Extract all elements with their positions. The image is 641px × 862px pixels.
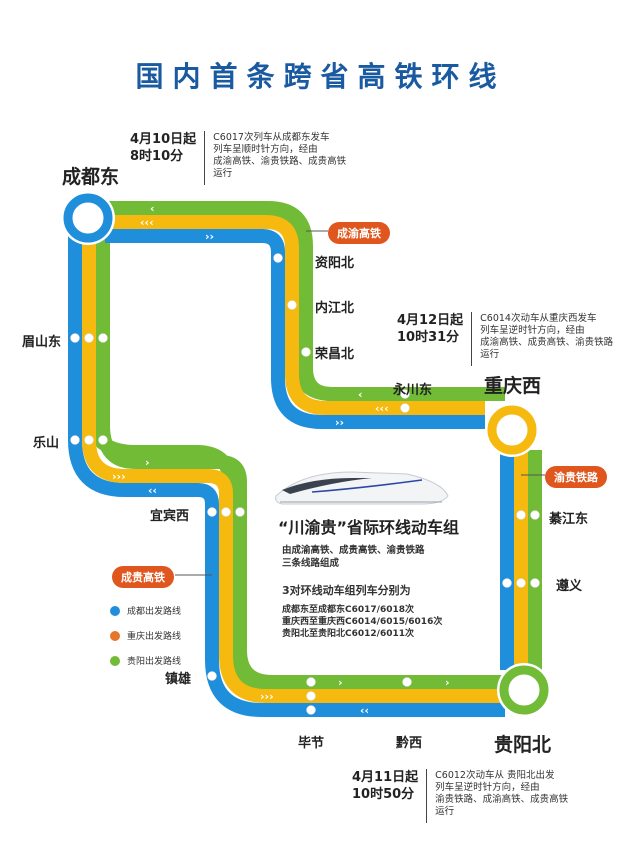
hub-label-guiyangbei: 贵阳北 <box>494 734 552 756</box>
hub-ring-chongqingxi <box>485 403 539 457</box>
station-yongchuandong: 永川东 <box>393 383 433 398</box>
svg-text:››: ›› <box>205 230 214 243</box>
station-qijiangdong: 綦江东 <box>549 512 589 527</box>
svg-text:›››: ››› <box>112 470 126 483</box>
note-c6017: 4月10日起 8时10分 C6017次列车从成都东发车 列车呈顺时针方向，经由 … <box>130 131 346 185</box>
note-line: 列车呈逆时针方向，经由 <box>480 325 585 336</box>
station-bijie: 毕节 <box>298 736 325 751</box>
train-image <box>275 471 449 505</box>
info-block: “川渝贵”省际环线动车组 由成渝高铁、成贵高铁、渝贵铁路 三条线路组成 3对环线… <box>278 514 459 640</box>
hub-ring-chengdudong <box>61 191 115 245</box>
station-ziyangbei: 资阳北 <box>315 256 355 271</box>
hub-label-chongqingxi: 重庆西 <box>484 375 542 397</box>
train-item: 贵阳北至贵阳北C6012/6011次 <box>282 629 414 639</box>
svg-text:‹‹‹: ‹‹‹ <box>375 402 389 415</box>
note-line: C6017次列车从成都东发车 <box>213 132 330 143</box>
note-c6012: 4月11日起 10时50分 C6012次动车从 贵阳北出发 列车呈逆时针方向，经… <box>352 769 568 823</box>
station-leshan: 乐山 <box>33 436 60 451</box>
blue-dot-icon <box>110 605 120 616</box>
info-sub: 由成渝高铁、成贵高铁、渝贵铁路 三条线路组成 <box>282 545 425 569</box>
station-zunyi: 遵义 <box>556 579 583 594</box>
page-title: 国内首条跨省高铁环线 <box>135 60 506 93</box>
station-yibinxi: 宜宾西 <box>150 509 190 524</box>
note-line: 成渝高铁、成贵高铁、渝贵铁路 <box>480 337 614 348</box>
info-headline: “川渝贵”省际环线动车组 <box>278 518 460 537</box>
svg-text:››: ›› <box>335 416 344 429</box>
note-time: 8时10分 <box>130 149 184 164</box>
station-qianxi: 黔西 <box>396 736 423 751</box>
note-time: 10时31分 <box>397 330 460 345</box>
train-item: 重庆西至重庆西C6014/6015/6016次 <box>282 617 443 627</box>
orange-dot-icon <box>110 630 120 641</box>
svg-text:‹: ‹ <box>150 202 155 215</box>
legend-item-guiyang: 贵阳出发路线 <box>110 648 181 673</box>
svg-text:›: › <box>338 676 343 689</box>
svg-text:›: › <box>445 676 450 689</box>
line-tag-chenggui: 成贵高铁 <box>112 566 174 588</box>
route-bands <box>68 201 542 717</box>
note-line: C6014次动车从重庆西发车 <box>480 313 597 324</box>
note-line: 运行 <box>213 168 233 179</box>
note-date: 4月10日起 <box>130 132 197 147</box>
station-meishandong: 眉山东 <box>22 335 62 350</box>
svg-text:‹: ‹ <box>358 388 363 401</box>
svg-text:‹‹‹: ‹‹‹ <box>140 216 154 229</box>
note-line: 列车呈逆时针方向，经由 <box>435 782 540 793</box>
note-line: 成渝高铁、渝贵铁路、成贵高铁 <box>213 156 347 167</box>
legend-item-chengdu: 成都出发路线 <box>110 598 181 623</box>
hub-ring-guiyangbei <box>497 663 551 717</box>
note-line: 运行 <box>435 806 455 817</box>
note-line: 运行 <box>480 349 500 360</box>
train-item: 成都东至成都东C6017/6018次 <box>282 605 414 615</box>
station-rongchangbei: 荣昌北 <box>315 347 355 362</box>
svg-text:›››: ››› <box>260 690 274 703</box>
legend: 成都出发路线 重庆出发路线 贵阳出发路线 <box>110 598 181 673</box>
note-date: 4月11日起 <box>352 770 419 785</box>
line-tag-chengyu: 成渝高铁 <box>328 222 390 244</box>
note-line: 渝贵铁路、成渝高铁、成贵高铁 <box>435 794 569 805</box>
note-date: 4月12日起 <box>397 313 464 328</box>
hub-label-chengdudong: 成都东 <box>62 166 120 188</box>
note-c6014: 4月12日起 10时31分 C6014次动车从重庆西发车 列车呈逆时针方向，经由… <box>397 312 613 366</box>
line-tag-yugui: 渝贵铁路 <box>545 466 607 488</box>
note-time: 10时50分 <box>352 787 415 802</box>
station-zhenxiong: 镇雄 <box>165 672 192 687</box>
legend-item-chongqing: 重庆出发路线 <box>110 623 181 648</box>
station-neijiangbei: 内江北 <box>315 301 355 316</box>
direction-arrows: ‹ ‹‹‹ ›› ‹ ‹‹‹ ›› › ››› ‹‹ › › ››› ‹‹ <box>112 202 450 717</box>
svg-text:‹‹: ‹‹ <box>360 704 369 717</box>
info-heading2: 3对环线动车组列车分别为 <box>282 584 411 597</box>
note-line: C6012次动车从 贵阳北出发 <box>435 770 555 781</box>
green-dot-icon <box>110 655 120 666</box>
train-list: 成都东至成都东C6017/6018次 重庆西至重庆西C6014/6015/601… <box>282 604 459 640</box>
svg-text:›: › <box>145 456 150 469</box>
svg-text:‹‹: ‹‹ <box>148 484 157 497</box>
note-line: 列车呈顺时针方向，经由 <box>213 144 318 155</box>
station-dots <box>70 253 540 715</box>
